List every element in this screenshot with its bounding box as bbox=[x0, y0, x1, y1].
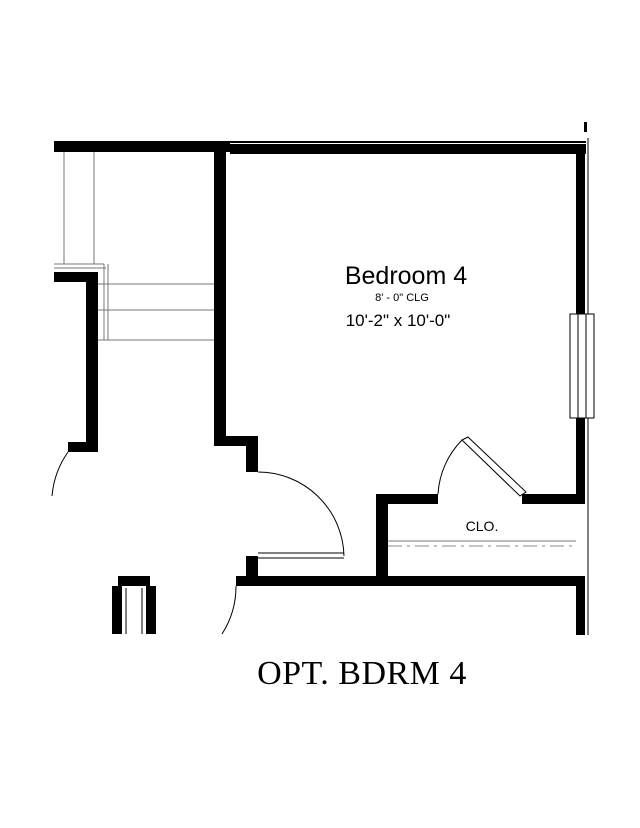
hall-door-arc bbox=[221, 585, 237, 635]
left-hall-walls bbox=[54, 272, 98, 452]
closet-shelf bbox=[388, 540, 576, 547]
top-exterior-wall bbox=[54, 122, 587, 154]
bottom-wall bbox=[236, 552, 585, 586]
window-right bbox=[569, 313, 595, 419]
plan-title: OPT. BDRM 4 bbox=[257, 655, 467, 692]
room-ceiling: 8' - 0" CLG bbox=[375, 292, 429, 304]
closet-door bbox=[437, 436, 527, 497]
closet-label: CLO. bbox=[466, 518, 499, 534]
bedroom-left-wall bbox=[214, 144, 258, 472]
room-dimensions: 10'-2" x 10'-0" bbox=[346, 311, 451, 330]
stair-railing bbox=[54, 152, 214, 341]
room-name: Bedroom 4 bbox=[345, 262, 467, 290]
left-door-arc bbox=[51, 451, 69, 497]
bedroom-door bbox=[257, 471, 345, 557]
bottom-pillar bbox=[112, 576, 156, 634]
closet-walls bbox=[376, 494, 585, 584]
